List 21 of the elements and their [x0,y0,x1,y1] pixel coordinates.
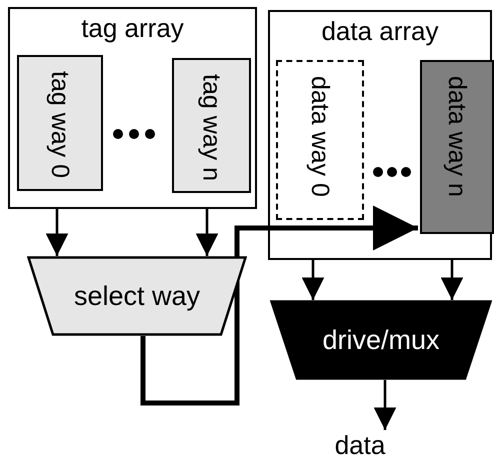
arrow [374,380,396,430]
way-label: tag way 0 [46,71,74,180]
output-label: data [334,430,386,460]
arrow [196,209,218,256]
array-box [268,10,492,260]
way-label: data way n [443,76,471,199]
arrow [46,209,68,256]
way-block [172,58,251,193]
mux-label: select way [74,280,200,312]
array-title: tag array [80,12,185,45]
mux-label: drive/mux [322,324,440,356]
arrow [302,260,324,300]
array-box [8,7,257,209]
array-title: data array [320,15,440,48]
arrow [140,206,418,406]
way-block [420,60,494,234]
way-label: data way 0 [306,76,334,199]
way-block [276,60,364,220]
way-block [17,55,103,191]
way-label: tag way n [198,74,226,184]
arrow [440,260,464,300]
